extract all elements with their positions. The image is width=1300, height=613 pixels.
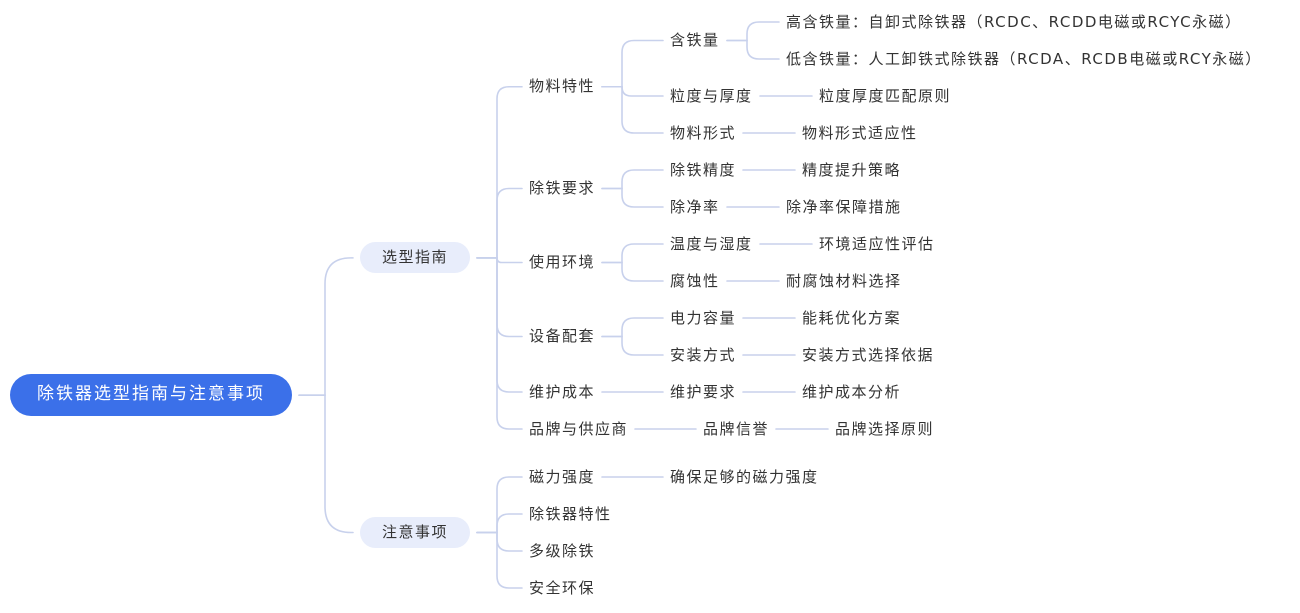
- connector-edge: [476, 257, 523, 393]
- subtopic-node[interactable]: 除铁精度: [670, 161, 737, 179]
- subtopic-node[interactable]: 物料形式: [670, 124, 737, 142]
- subtopic-node[interactable]: 确保足够的磁力强度: [670, 468, 819, 486]
- detail-node[interactable]: 安装方式选择依据: [802, 346, 935, 364]
- subtopic-node[interactable]: 品牌信誉: [703, 420, 770, 438]
- detail-node[interactable]: 低含铁量：人工卸铁式除铁器（RCDA、RCDB电磁或RCY永磁）: [786, 50, 1262, 68]
- connector-edge: [601, 169, 664, 190]
- topic-node[interactable]: 维护成本: [529, 383, 596, 401]
- subtopic-node[interactable]: 电力容量: [670, 309, 737, 327]
- detail-node[interactable]: 能耗优化方案: [802, 309, 902, 327]
- detail-node[interactable]: 耐腐蚀材料选择: [786, 272, 902, 290]
- topic-node[interactable]: 物料特性: [529, 77, 596, 95]
- connector-edge: [601, 243, 664, 264]
- branch-topic[interactable]: 注意事项: [360, 517, 471, 549]
- connector-edge: [476, 257, 523, 338]
- topic-node[interactable]: 品牌与供应商: [529, 420, 629, 438]
- subtopic-node[interactable]: 粒度与厚度: [670, 87, 753, 105]
- connector-edge: [476, 531, 523, 552]
- connector-edge: [601, 85, 664, 134]
- detail-node[interactable]: 环境适应性评估: [819, 235, 935, 253]
- topic-node[interactable]: 设备配套: [529, 327, 596, 345]
- connector-edge: [476, 257, 523, 430]
- detail-node[interactable]: 物料形式适应性: [802, 124, 918, 142]
- subtopic-node[interactable]: 温度与湿度: [670, 235, 753, 253]
- connector-edge: [726, 21, 780, 42]
- topic-node[interactable]: 安全环保: [529, 579, 596, 597]
- subtopic-node[interactable]: 腐蚀性: [670, 272, 720, 290]
- subtopic-node[interactable]: 安装方式: [670, 346, 737, 364]
- detail-node[interactable]: 粒度厚度匹配原则: [819, 87, 952, 105]
- topic-node[interactable]: 使用环境: [529, 253, 596, 271]
- connector-edge: [726, 39, 780, 60]
- detail-node[interactable]: 高含铁量：自卸式除铁器（RCDC、RCDD电磁或RCYC永磁）: [786, 13, 1242, 31]
- topic-node[interactable]: 多级除铁: [529, 542, 596, 560]
- connector-edge: [298, 394, 354, 534]
- connector-edge: [601, 39, 664, 88]
- detail-node[interactable]: 品牌选择原则: [835, 420, 935, 438]
- detail-node[interactable]: 维护成本分析: [802, 383, 902, 401]
- connector-edge: [601, 335, 664, 356]
- connector-edge: [601, 261, 664, 282]
- connector-edge: [601, 85, 664, 97]
- subtopic-node[interactable]: 含铁量: [670, 31, 720, 49]
- connector-edge: [476, 531, 523, 589]
- connector-edge: [601, 317, 664, 338]
- connector-edge: [298, 257, 354, 396]
- topic-node[interactable]: 磁力强度: [529, 468, 596, 486]
- subtopic-node[interactable]: 除净率: [670, 198, 720, 216]
- connector-edge: [601, 187, 664, 208]
- detail-node[interactable]: 除净率保障措施: [786, 198, 902, 216]
- branch-topic[interactable]: 选型指南: [360, 242, 471, 274]
- subtopic-node[interactable]: 维护要求: [670, 383, 737, 401]
- connector-edge: [476, 85, 523, 259]
- connector-edge: [476, 476, 523, 534]
- connector-edge: [476, 187, 523, 259]
- root-topic[interactable]: 除铁器选型指南与注意事项: [10, 374, 292, 416]
- topic-node[interactable]: 除铁器特性: [529, 505, 612, 523]
- detail-node[interactable]: 精度提升策略: [802, 161, 902, 179]
- topic-node[interactable]: 除铁要求: [529, 179, 596, 197]
- connector-edge: [476, 513, 523, 534]
